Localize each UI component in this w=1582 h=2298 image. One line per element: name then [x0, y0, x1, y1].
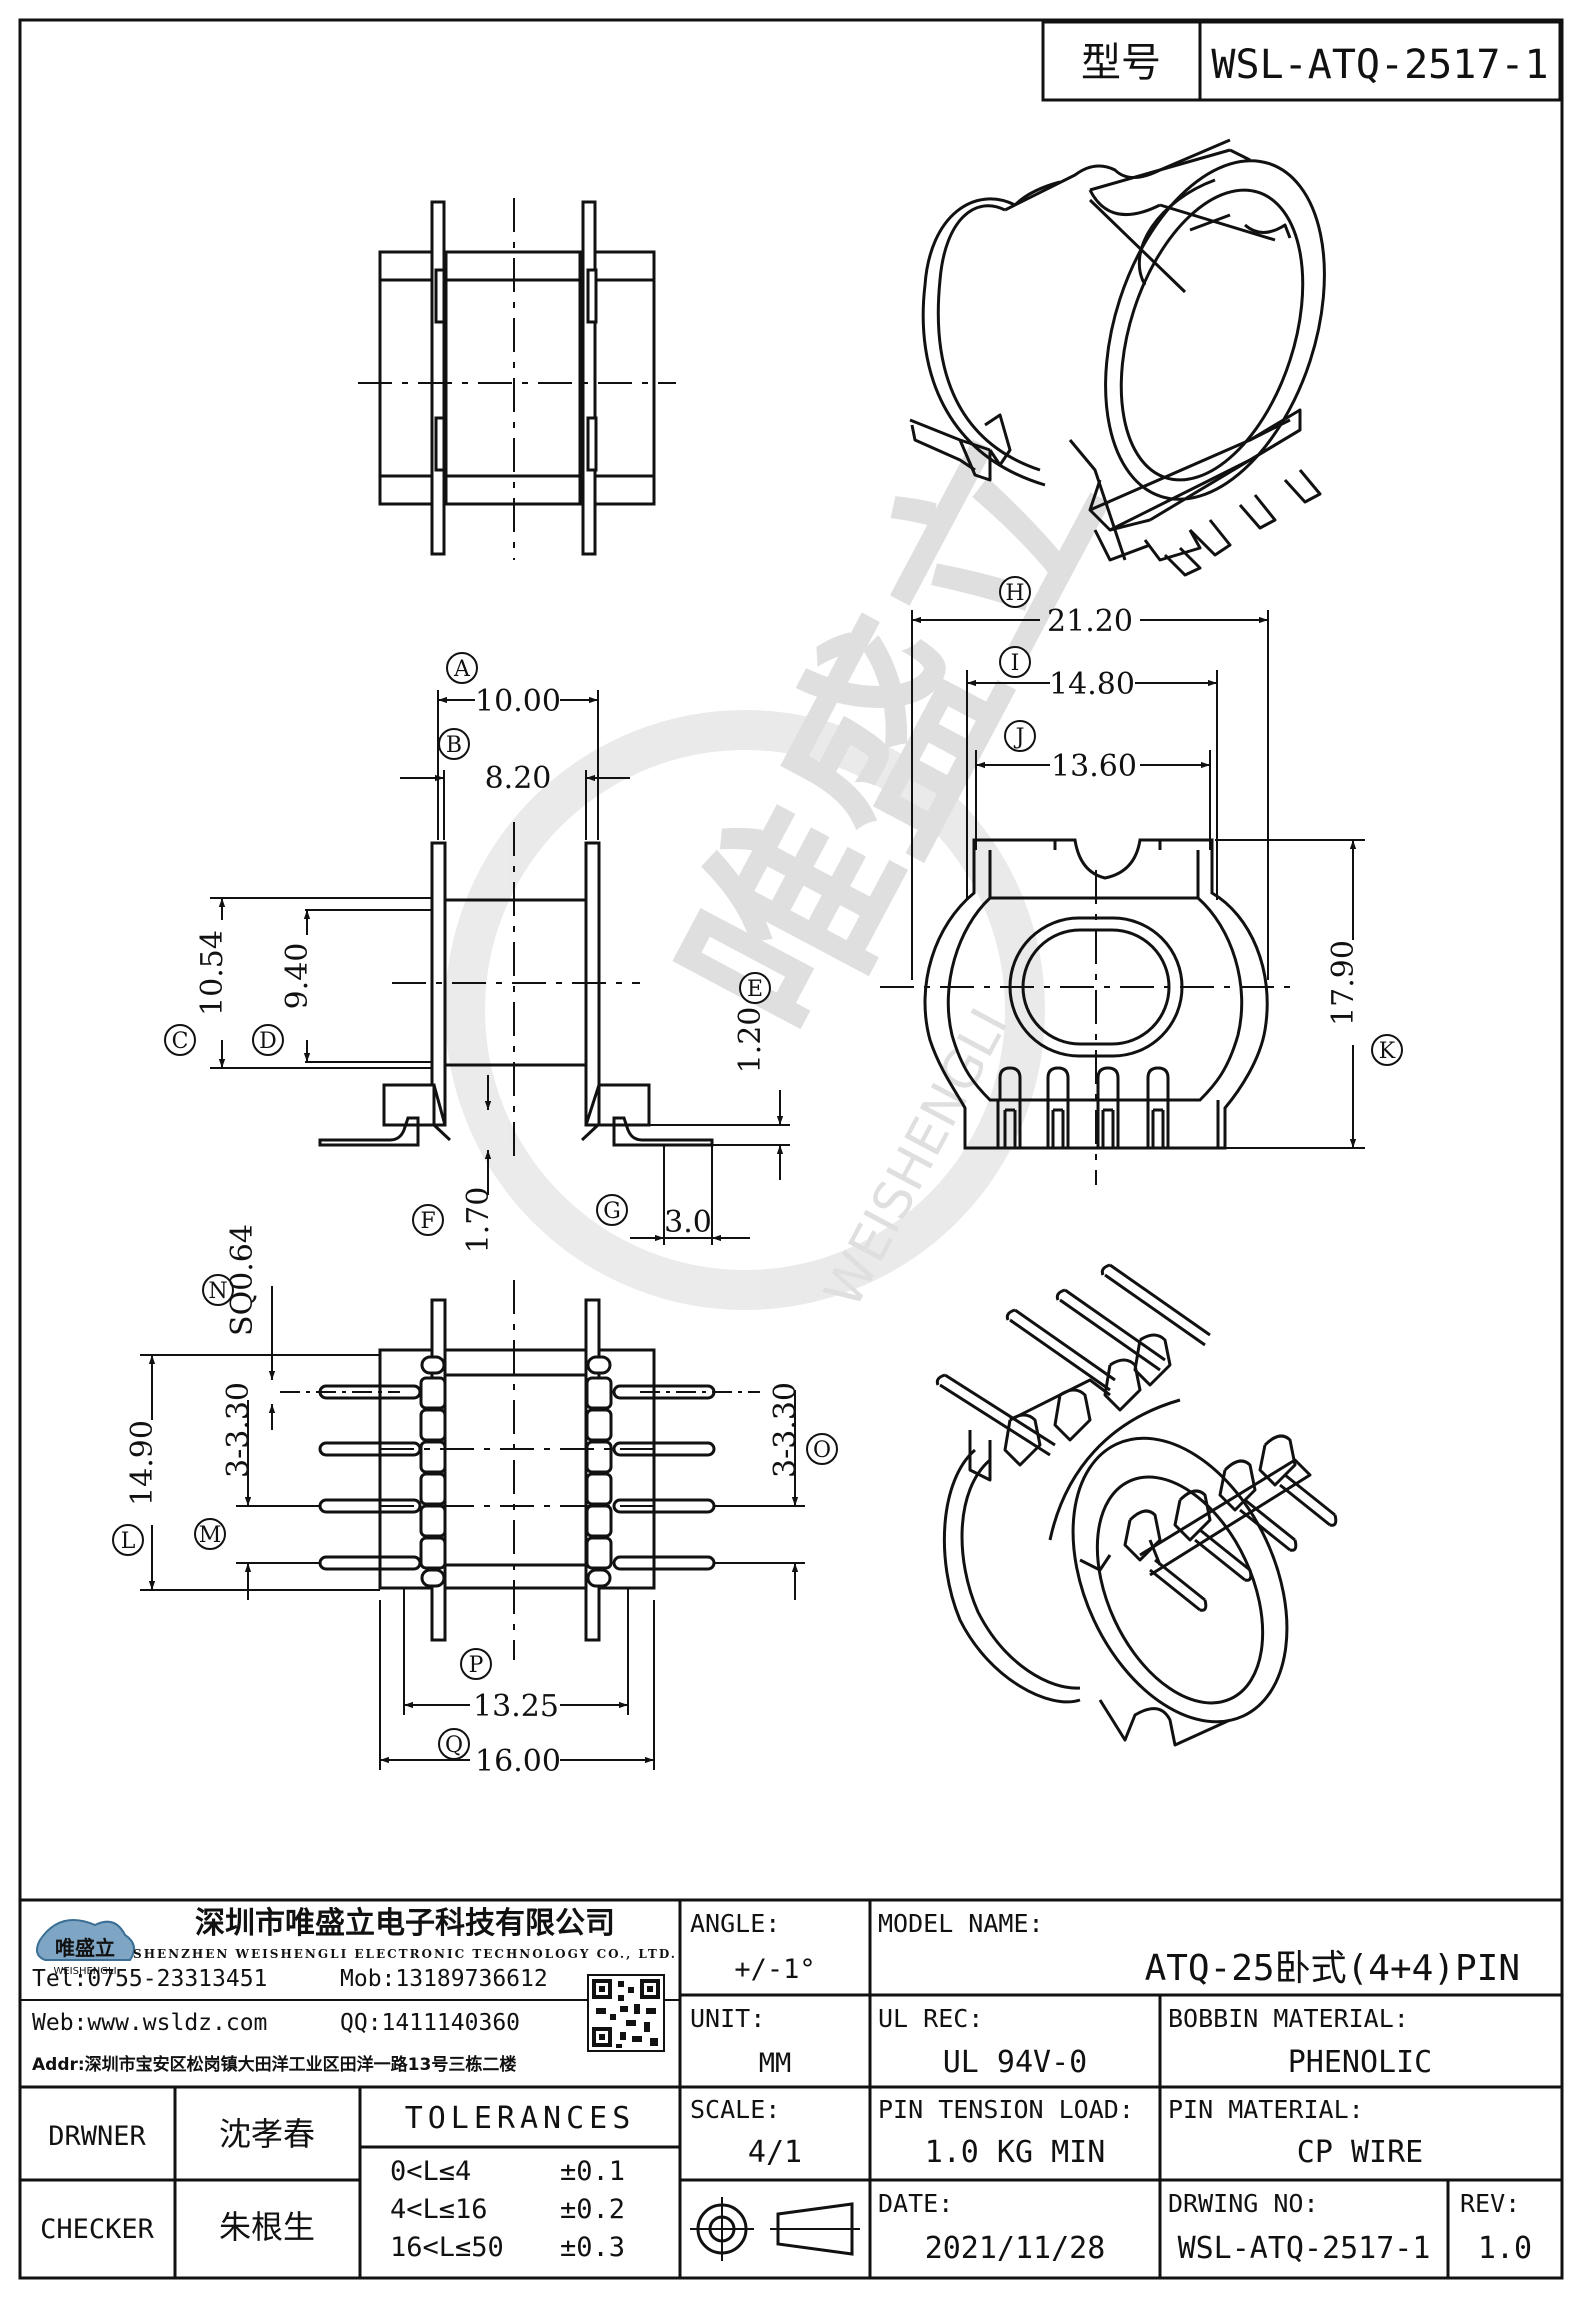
- header-model-label: 型号: [1081, 40, 1161, 86]
- date-label: DATE:: [878, 2189, 953, 2218]
- bobbin-label: BOBBIN MATERIAL:: [1168, 2004, 1409, 2033]
- title-block: 唯盛立 WEISHENGLI 深圳市唯盛立电子科技有限公司 SHENZHEN W…: [20, 1898, 1562, 2278]
- dim-k-value: 17.90: [1326, 940, 1361, 1026]
- pin-column-right: [585, 1355, 613, 1588]
- unit-value: MM: [759, 2048, 792, 2079]
- pin-material-value: CP WIRE: [1297, 2135, 1423, 2170]
- tol-range-1: 0<L≤4: [390, 2156, 471, 2187]
- qr-code: [587, 1974, 665, 2052]
- ul-value: UL 94V-0: [943, 2045, 1088, 2080]
- tol-value-1: ±0.1: [560, 2156, 625, 2187]
- tension-label: PIN TENSION LOAD:: [878, 2095, 1134, 2124]
- dim-h-value: 21.20: [1047, 604, 1133, 639]
- dim-d-value: 9.40: [280, 943, 315, 1010]
- date-value: 2021/11/28: [925, 2231, 1106, 2266]
- company-tel: Tel:0755-23313451: [32, 1966, 267, 1992]
- dimensions: [140, 610, 1365, 1770]
- company-addr: Addr:深圳市宝安区松岗镇大田洋工业区田洋一路13号三栋二楼: [32, 2054, 516, 2075]
- ul-label: UL REC:: [878, 2004, 983, 2033]
- projection-symbol: [690, 2197, 860, 2261]
- dim-m-value: 3-3.30: [221, 1382, 256, 1478]
- side-view: [880, 838, 1300, 1185]
- angle-label: ANGLE:: [690, 1909, 780, 1938]
- iso-view-bottom: [935, 1263, 1338, 1747]
- dim-j-letter: J: [1014, 725, 1025, 750]
- dim-n-letter: N: [208, 1279, 227, 1304]
- company-mob: Mob:13189736612: [340, 1966, 548, 1992]
- model-name-label: MODEL NAME:: [878, 1909, 1044, 1938]
- logo-text-cn: 唯盛立: [55, 1936, 115, 1960]
- dim-d-letter: D: [259, 1029, 277, 1054]
- drawing-no-label: DRWING NO:: [1168, 2189, 1319, 2218]
- dim-q-value: 16.00: [475, 1744, 561, 1779]
- dim-a-value: 10.00: [475, 684, 561, 719]
- dim-o-letter: O: [813, 1438, 831, 1463]
- dim-p-letter: P: [469, 1653, 484, 1678]
- dim-l-value: 14.90: [125, 1420, 160, 1506]
- dim-n-value: SQ0.64: [225, 1224, 260, 1336]
- dim-g-value: 3.0: [664, 1205, 712, 1240]
- tol-value-2: ±0.2: [560, 2194, 625, 2225]
- dim-g-letter: G: [603, 1199, 621, 1224]
- unit-label: UNIT:: [690, 2004, 765, 2033]
- checker-label: CHECKER: [40, 2214, 155, 2245]
- dim-c-letter: C: [172, 1029, 189, 1054]
- drawing-no-value: WSL-ATQ-2517-1: [1178, 2231, 1431, 2266]
- scale-value: 4/1: [748, 2135, 802, 2170]
- company-name-cn: 深圳市唯盛立电子科技有限公司: [195, 1906, 615, 1941]
- tol-range-3: 16<L≤50: [390, 2232, 504, 2263]
- dim-c-value: 10.54: [195, 930, 230, 1016]
- rev-value: 1.0: [1478, 2231, 1532, 2266]
- iso-view-top: [909, 138, 1326, 577]
- outer-frame: [18, 18, 1564, 2280]
- dim-a-letter: A: [453, 657, 471, 682]
- top-view: [358, 198, 676, 560]
- dim-f-value: 1.70: [461, 1187, 496, 1254]
- angle-value: +/-1°: [734, 1954, 815, 1985]
- scale-label: SCALE:: [690, 2095, 780, 2124]
- dim-e-letter: E: [747, 977, 763, 1002]
- model-name-value: ATQ-25卧式(4+4)PIN: [1145, 1948, 1520, 1989]
- header-model-box: 型号 WSL-ATQ-2517-1: [1041, 20, 1562, 102]
- company-qq: QQ:1411140360: [340, 2010, 520, 2036]
- company-name-en: SHENZHEN WEISHENGLI ELECTRONIC TECHNOLOG…: [133, 1947, 677, 1961]
- dim-q-letter: Q: [445, 1733, 463, 1758]
- dim-j-value: 13.60: [1051, 749, 1137, 784]
- company-web: Web:www.wsldz.com: [32, 2010, 267, 2036]
- rev-label: REV:: [1460, 2189, 1520, 2218]
- bottom-view: [280, 1280, 760, 1660]
- dim-i-letter: I: [1011, 651, 1020, 676]
- watermark: 唯盛立 WEISHENGLI: [445, 399, 1148, 1317]
- tension-value: 1.0 KG MIN: [925, 2135, 1106, 2170]
- tolerances-label: TOLERANCES: [405, 2101, 636, 2136]
- drawner-label: DRWNER: [48, 2121, 146, 2152]
- front-view: [318, 822, 714, 1160]
- pins-left: [318, 1384, 422, 1571]
- dim-m-letter: M: [199, 1523, 222, 1548]
- dim-k-letter: K: [1379, 1039, 1396, 1064]
- header-model-value: WSL-ATQ-2517-1: [1211, 42, 1548, 88]
- pins-right: [612, 1384, 716, 1571]
- dim-h-letter: H: [1005, 581, 1024, 606]
- dim-o-value: 3-3.30: [768, 1382, 803, 1478]
- dim-p-value: 13.25: [473, 1689, 559, 1724]
- dim-i-value: 14.80: [1049, 667, 1135, 702]
- tol-range-2: 4<L≤16: [390, 2194, 488, 2225]
- dim-e-value: 1.20: [733, 1007, 768, 1074]
- dim-b-letter: B: [446, 733, 462, 758]
- tol-value-3: ±0.3: [560, 2232, 625, 2263]
- bobbin-value: PHENOLIC: [1288, 2045, 1433, 2080]
- pin-column-left: [419, 1355, 447, 1588]
- dim-b-value: 8.20: [485, 761, 552, 796]
- dimension-labels: A 10.00 B 8.20 C 10.54 D 9.40 E 1.20 F 1…: [112, 576, 1403, 1779]
- company-logo: 唯盛立 WEISHENGLI: [35, 1919, 135, 1977]
- dim-f-letter: F: [420, 1209, 435, 1234]
- pin-material-label: PIN MATERIAL:: [1168, 2095, 1364, 2124]
- dim-l-letter: L: [121, 1529, 136, 1554]
- drawner-value: 沈孝春: [219, 2115, 315, 2153]
- logo-text-en: WEISHENGLI: [53, 1966, 116, 1977]
- checker-value: 朱根生: [219, 2208, 315, 2246]
